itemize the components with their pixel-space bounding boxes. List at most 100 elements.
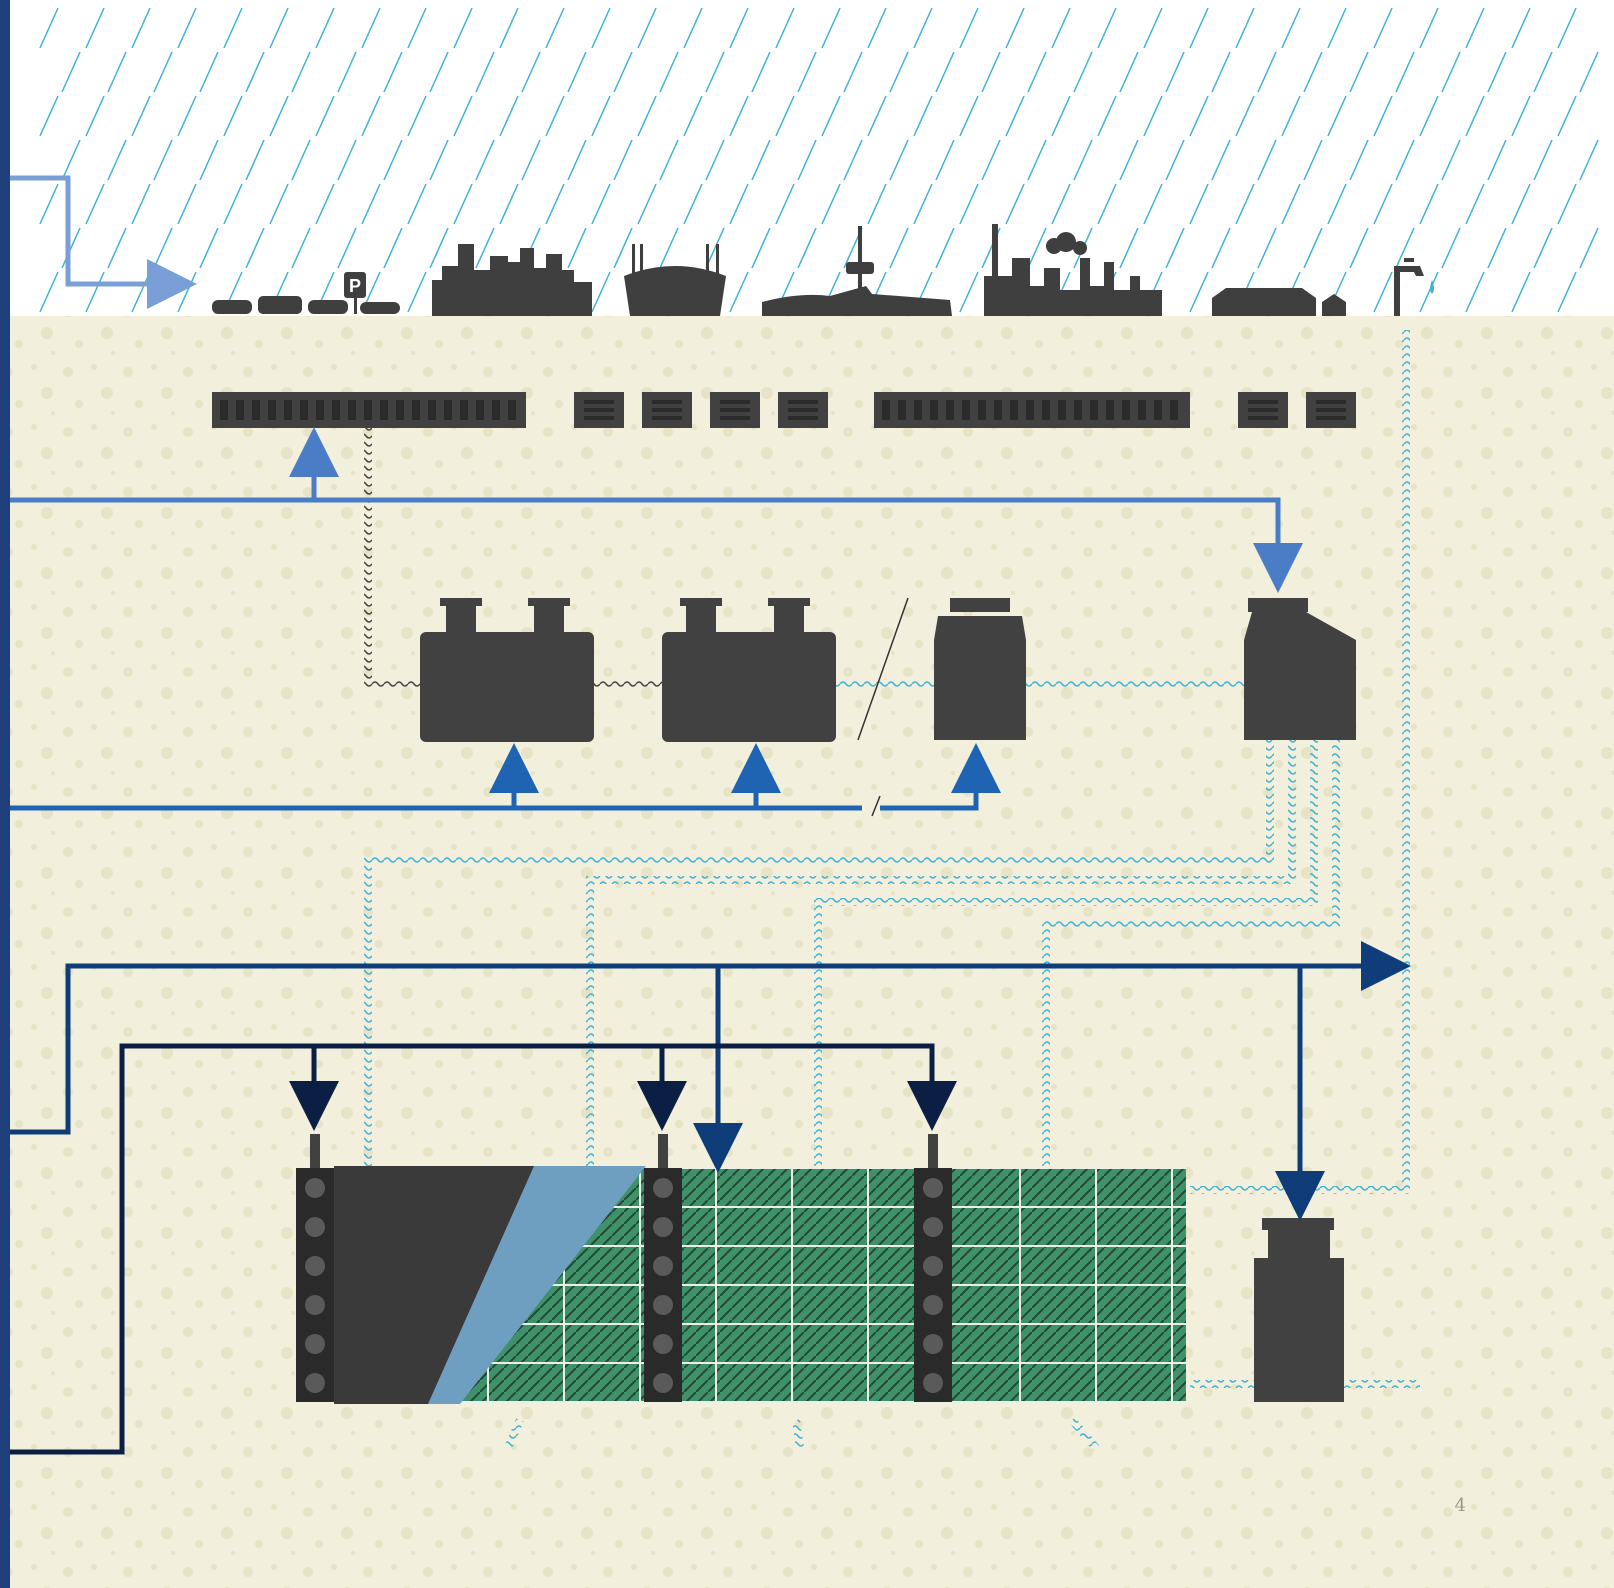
rain-line: [1373, 271, 1393, 313]
rain-line: [453, 95, 473, 137]
alternative-divider: [857, 597, 909, 741]
rain-line: [1557, 95, 1577, 137]
rain-line: [1533, 139, 1553, 181]
rain-line: [39, 271, 59, 313]
rain-line: [913, 95, 933, 137]
rain-line: [1303, 139, 1323, 181]
rain-line: [407, 7, 427, 49]
rain-line: [843, 51, 863, 93]
rain-line: [245, 139, 265, 181]
rain-line: [637, 95, 657, 137]
rain-line: [107, 139, 127, 181]
rain-line: [61, 227, 81, 269]
rain-line: [867, 7, 887, 49]
rain-line: [39, 7, 59, 49]
rain-line: [1189, 271, 1209, 313]
rain-line: [613, 139, 633, 181]
rain-line: [1419, 95, 1439, 137]
rain-line: [1143, 7, 1163, 49]
rain-line: [1441, 51, 1461, 93]
rain-line: [1165, 139, 1185, 181]
parking-cars-icon: P: [212, 272, 400, 314]
rain-line: [1465, 95, 1485, 137]
rain-line: [659, 227, 679, 269]
rain-line: [429, 139, 449, 181]
page-number: 4: [1454, 1495, 1466, 1516]
rain-line: [1027, 139, 1047, 181]
rain-line: [889, 227, 909, 269]
rain-line: [751, 51, 771, 93]
rain-line: [1211, 139, 1231, 181]
rain-line: [223, 183, 243, 225]
rain-line: [475, 227, 495, 269]
rain-line: [383, 139, 403, 181]
rain-line: [499, 183, 519, 225]
rain-line: [1487, 227, 1507, 269]
rain-line: [637, 7, 657, 49]
rain-line: [85, 7, 105, 49]
rain-line: [959, 183, 979, 225]
rain-line: [337, 227, 357, 269]
rain-line: [545, 95, 565, 137]
rain-line: [935, 139, 955, 181]
rain-line: [591, 183, 611, 225]
rain-line: [453, 183, 473, 225]
rain-line: [1511, 7, 1531, 49]
rain-line: [291, 139, 311, 181]
rain-line: [591, 95, 611, 137]
rain-line: [1143, 95, 1163, 137]
rain-line: [383, 227, 403, 269]
rain-line: [935, 51, 955, 93]
rain-line: [223, 95, 243, 137]
rain-line: [223, 7, 243, 49]
flow-arrows: [10, 175, 1411, 1455]
rain-line: [85, 183, 105, 225]
rain-line: [245, 51, 265, 93]
rain-line: [153, 51, 173, 93]
rain-line: [315, 95, 335, 137]
rain-line: [821, 95, 841, 137]
rain-line: [1511, 95, 1531, 137]
rain-line: [245, 227, 265, 269]
rain-line: [959, 271, 979, 313]
rain-line: [797, 227, 817, 269]
rain-line: [591, 271, 611, 313]
rain-line: [499, 95, 519, 137]
rain-line: [1579, 227, 1599, 269]
rain-line: [1303, 227, 1323, 269]
rain-line: [361, 183, 381, 225]
airport-icon: [762, 226, 952, 316]
rain-line: [821, 183, 841, 225]
rain-line: [751, 227, 771, 269]
rain-line: [1235, 7, 1255, 49]
stadium-icon: [624, 244, 726, 316]
rain-line: [1119, 227, 1139, 269]
rain-lines: [39, 7, 1599, 313]
rain-line: [1211, 227, 1231, 269]
industry-icon: [984, 224, 1162, 316]
rain-line: [1579, 51, 1599, 93]
rain-line: [1327, 183, 1347, 225]
rain-line: [729, 271, 749, 313]
rain-line: [1327, 7, 1347, 49]
rain-line: [383, 51, 403, 93]
rain-line: [637, 183, 657, 225]
rain-line: [107, 227, 127, 269]
rain-line: [1533, 51, 1553, 93]
rain-line: [1189, 95, 1209, 137]
rain-line: [1005, 95, 1025, 137]
rain-line: [361, 95, 381, 137]
rain-line: [867, 183, 887, 225]
rain-line: [1027, 227, 1047, 269]
rain-line: [1373, 183, 1393, 225]
rain-line: [775, 183, 795, 225]
rain-line: [1487, 51, 1507, 93]
left-edge-panel: [0, 0, 10, 1588]
rain-line: [1281, 95, 1301, 137]
rain-line: [683, 7, 703, 49]
rain-line: [337, 51, 357, 93]
rain-line: [1119, 139, 1139, 181]
rain-line: [935, 227, 955, 269]
rain-line: [659, 51, 679, 93]
rain-line: [39, 183, 59, 225]
